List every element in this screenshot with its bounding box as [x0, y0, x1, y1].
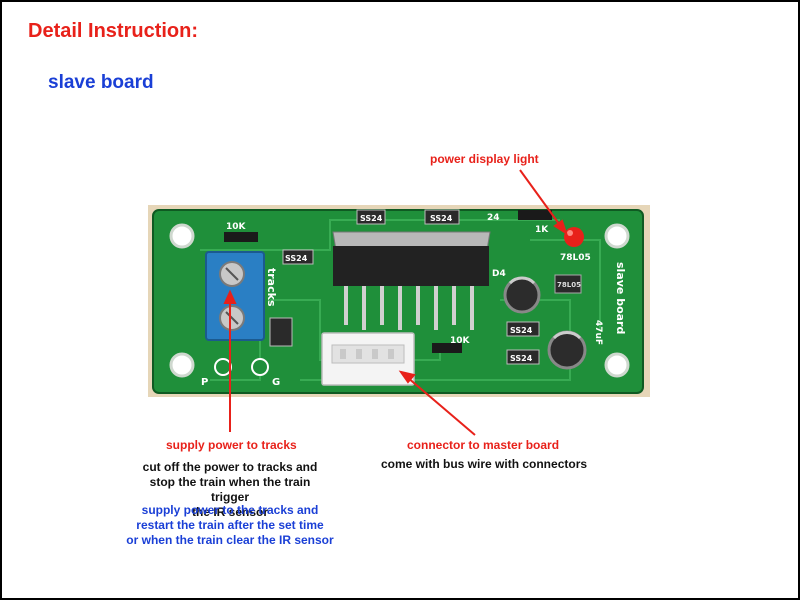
capacitor-2: [547, 330, 587, 370]
cutoff-line-3: the IR sensor: [191, 505, 269, 519]
connector-description: come with bus wire with connectors: [381, 457, 588, 471]
d4-label: D4: [492, 269, 506, 279]
ss24-label-4: SS24: [510, 326, 533, 335]
ss24-label-2: SS24: [360, 214, 383, 223]
restart-line-1: supply power to the tracks and: [141, 503, 319, 517]
ss24-label-1: SS24: [285, 254, 308, 263]
pad-g: [251, 358, 269, 376]
pcb-slave-board-label: slave board: [614, 262, 627, 334]
driver-ic: [332, 231, 491, 330]
restart-line-2: restart the train after the set time: [136, 518, 324, 532]
mounting-holes: [169, 223, 630, 378]
connector-master-label: connector to master board: [407, 438, 560, 452]
ss24-label-3: SS24: [430, 214, 453, 223]
arrow-connector: [406, 376, 476, 436]
pad-g-label: G: [272, 377, 280, 388]
page-title: Detail Instruction:: [28, 20, 199, 42]
pad-p-label: P: [201, 377, 208, 388]
cutoff-line-2: stop the train when the train trigger: [149, 475, 311, 504]
reg-chip-label: 78L05: [557, 281, 581, 289]
power-light-label: power display light: [430, 152, 539, 166]
restart-line-3: or when the train clear the IR sensor: [126, 533, 334, 547]
cutoff-line-1: cut off the power to tracks and: [142, 460, 318, 474]
ss24-label-5: SS24: [510, 354, 533, 363]
pad-p: [214, 358, 232, 376]
arrow-power-light: [519, 169, 563, 229]
num24-label: 24: [487, 213, 500, 223]
restart-description: supply power to the tracks and restart t…: [120, 503, 340, 548]
cutoff-description: cut off the power to tracks and stop the…: [130, 460, 330, 520]
regulator: [554, 274, 582, 294]
capacitor-1: [503, 276, 541, 314]
r10k-top-label: 10K: [226, 222, 247, 232]
tracks-label: tracks: [265, 268, 278, 307]
supply-tracks-label: supply power to tracks: [166, 438, 297, 452]
r10k-bottom-label: 10K: [450, 336, 471, 346]
r1k-label: 1K: [535, 225, 549, 235]
power-led: [564, 227, 584, 247]
bus-connector: [321, 332, 415, 386]
reg-label: 78L05: [560, 253, 591, 263]
cap-label: 47uF: [593, 320, 603, 345]
screw-terminal: [205, 251, 265, 341]
board-name: slave board: [48, 72, 154, 93]
